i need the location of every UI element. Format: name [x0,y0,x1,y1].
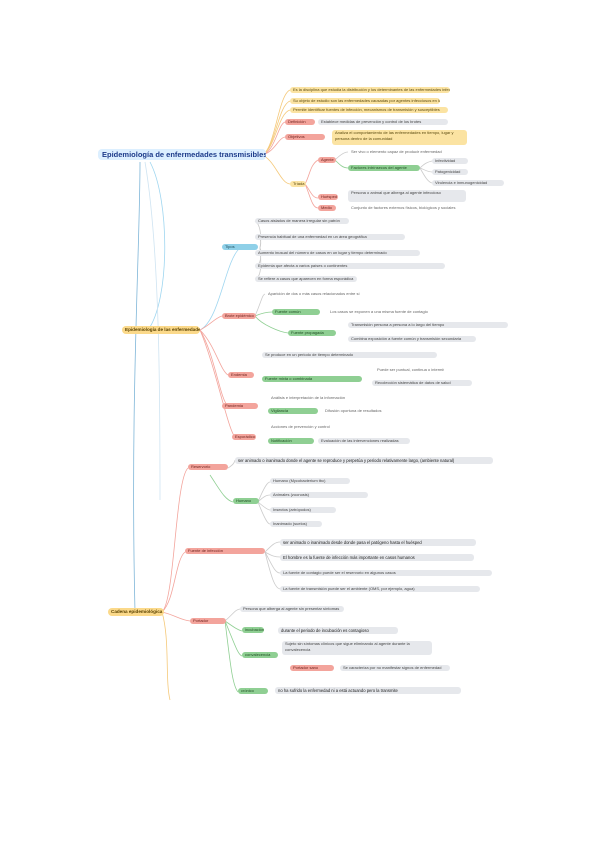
reservorio-item-4[interactable]: Inanimado (suelos) [270,521,322,527]
label-tipos[interactable]: Tipos [222,244,258,250]
label-definicion[interactable]: Definición [285,119,315,125]
reservorio-item-3[interactable]: Insectos (artrópodos) [270,507,336,513]
portador-item-2[interactable]: durante el periodo de incubación es cont… [278,627,398,634]
label-portador[interactable]: Portador [190,618,226,624]
tipos-item-4[interactable]: Epidemia que afecta a varios países o co… [255,263,445,269]
brote-fuente-mixta[interactable]: Fuente mixta o combinada [262,376,362,382]
top-item-2[interactable]: Su objeto de estudio son las enfermedade… [290,98,440,104]
portador-item-3[interactable]: Sujeto sin síntomas clínicos que sigue e… [282,641,432,655]
reservorio-item-2[interactable]: Animales (zoonosis) [270,492,368,498]
tipos-item-1[interactable]: Casos aislados de manera irregular sin p… [255,218,349,224]
label-cronico[interactable]: crónico [238,688,268,694]
vig-item-2: Análisis e interpretación de la informac… [271,395,346,400]
reservorio-text[interactable]: ser animado o inanimado donde el agente … [235,457,493,464]
brote-note-3[interactable]: Combina exposición a fuente común y tran… [348,336,476,342]
label-objetivos[interactable]: Objetivos [285,134,325,140]
label-portador-sano[interactable]: Portador sano [290,665,334,671]
brote-note-1: Los casos se exponen a una misma fuente … [330,309,428,314]
label-notificacion[interactable]: Notificación [268,438,314,444]
fuente-item-3[interactable]: La fuente de transmisión puede ser el am… [280,586,480,592]
brote-fuente-comun[interactable]: Fuente común [272,309,320,315]
tipos-item-5[interactable]: Se refiere a casos que aparecen en forma… [255,276,357,282]
triad-item-4[interactable]: Patogenicidad [432,169,468,175]
portador-item-4[interactable]: Se caracteriza por no manifestar signos … [340,665,450,671]
branch-cadena[interactable]: Cadena epidemiológica [108,608,164,616]
brote-note-2[interactable]: Transmisión persona a persona a lo largo… [348,322,508,328]
label-fuente[interactable]: Fuente de infección [185,548,265,554]
fuente-item-1[interactable]: El hombre es la fuente de infección más … [280,554,474,561]
label-triada[interactable]: Tríada [290,181,306,187]
brote-sub-2[interactable]: Se produce en un periodo de tiempo deter… [262,352,437,358]
top-item-1[interactable]: Es la disciplina que estudia la distribu… [290,87,450,93]
vig-item-3: Difusión oportuna de resultados [325,408,382,413]
brote-fuente-propagada[interactable]: Fuente propagada [288,330,336,336]
reservorio-item-1[interactable]: Humano (Mycobacterium tbc) [270,478,350,484]
top-item-4[interactable]: Establece medidas de prevención y contro… [318,119,448,125]
label-pandemia[interactable]: Pandemia [222,403,258,409]
label-vigilancia[interactable]: Vigilancia [268,408,318,414]
root-topic[interactable]: Epidemiología de enfermedades transmisib… [98,149,266,160]
label-agente[interactable]: Agente [318,157,336,163]
triad-item-6[interactable]: Persona o animal que alberga al agente i… [348,190,466,202]
tipos-item-3[interactable]: Aumento inusual del número de casos en u… [255,250,420,256]
label-humano[interactable]: Humano [233,498,259,504]
tipos-item-2[interactable]: Presencia habitual de una enfermedad en … [255,234,405,240]
fuente-text[interactable]: ser animado o inanimado desde donde pasa… [280,539,476,546]
label-medio[interactable]: Medio [318,205,336,211]
triad-item-3[interactable]: Infectividad [432,158,468,164]
top-item-5[interactable]: Analiza el comportamiento de las enferme… [332,130,467,145]
brote-note-4: Puede ser puntual, continua o intermiten… [377,367,444,372]
top-item-3[interactable]: Permite identificar fuentes de infección… [290,107,448,113]
branch-transmision[interactable]: Epidemiología de las enfermedades transm… [122,326,200,334]
triad-item-7: Conjunto de factores externos físicos, b… [351,205,456,210]
portador-item-1[interactable]: Persona que alberga al agente sin presen… [240,606,344,612]
vig-item-1[interactable]: Recolección sistemática de datos de salu… [372,380,472,386]
label-brote[interactable]: Brote epidémico [222,313,256,319]
brote-sub-1: Aparición de dos o más casos relacionado… [268,291,360,296]
label-convalecencia[interactable]: convalecencia [242,652,278,658]
fuente-item-2[interactable]: La fuente de contagio puede ser el reser… [280,570,492,576]
vig-item-5[interactable]: Evaluación de las intervenciones realiza… [318,438,410,444]
triad-item-1: Ser vivo o elemento capaz de producir en… [351,149,442,154]
triad-item-2[interactable]: Factores intrínsecos del agente [348,165,420,171]
triad-item-5[interactable]: Virulencia e inmunogenicidad [432,180,504,186]
label-esporadico[interactable]: Esporádico [232,434,256,440]
label-reservorio[interactable]: Reservorio [188,464,228,470]
portador-item-5[interactable]: no ha sufrido la enfermedad ni a está ac… [275,687,461,694]
label-incubacion[interactable]: incubación [242,627,264,633]
label-endemia[interactable]: Endemia [228,372,254,378]
label-huesped[interactable]: Huésped [318,194,338,200]
vig-item-4: Acciones de prevención y control [271,424,330,429]
